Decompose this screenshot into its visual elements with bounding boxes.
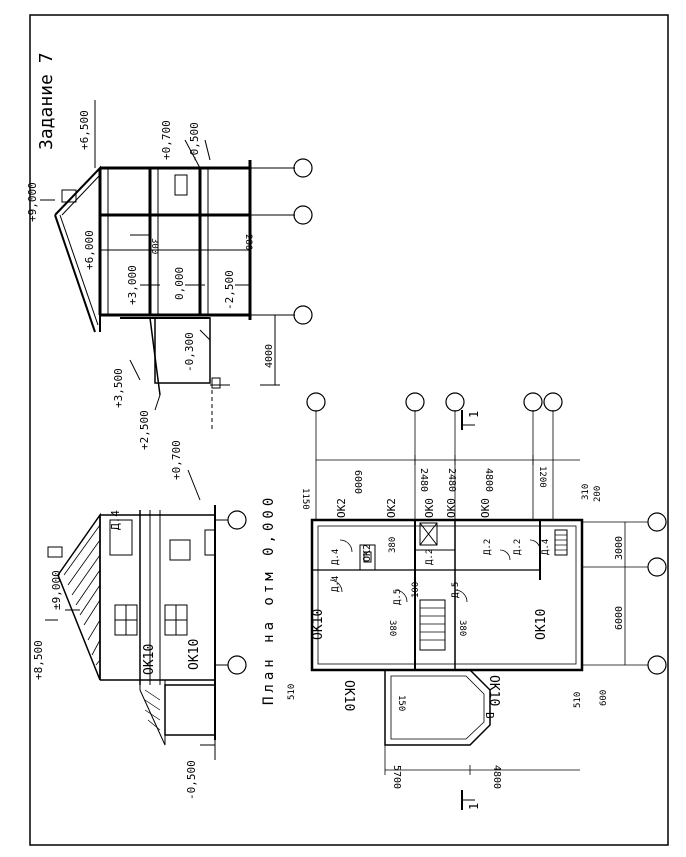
section-level-m0500: -0,500 <box>188 122 201 162</box>
plan-dim-5700: 5700 <box>391 765 402 789</box>
plan-dim-380-b: 380 <box>387 620 397 636</box>
section-drawing <box>40 100 313 430</box>
plan-dim-2480-a: 2480 <box>418 468 429 492</box>
section-level-m0300: -0,300 <box>183 332 196 372</box>
plan-dim-6000-top: 6000 <box>352 470 363 494</box>
sheet-title: Задание 7 <box>36 52 57 150</box>
section-level-3000: +3,000 <box>126 265 139 305</box>
plan-dim-510-left: 510 <box>287 684 297 700</box>
plan-dim-3000: 3000 <box>614 536 625 560</box>
plan-dim-150: 150 <box>396 695 406 711</box>
section-level-9000: +9,000 <box>26 182 39 222</box>
facade-label-ok10-b: ОК10 <box>187 639 202 670</box>
facade-label-ok10-a: ОК10 <box>142 644 157 675</box>
section-level-6500: +6,500 <box>78 110 91 150</box>
plan-label-d4-b: Д.4 <box>331 576 341 592</box>
facade-level-m0500: -0,500 <box>185 760 198 800</box>
plan-label-d5-b: Д.5 <box>451 582 461 598</box>
plan-dim-1200: 1200 <box>537 466 547 488</box>
plan-label-d2-b: Д.2 <box>483 539 493 555</box>
plan-label-ok2-c: ОК2 <box>362 544 373 562</box>
plan-dim-1150: 1150 <box>300 488 310 510</box>
plan-label-d2-c: Д.2 <box>513 539 523 555</box>
plan-dim-4800-bottom: 4800 <box>491 765 502 789</box>
plan-label-ok0-c: ОК0 <box>479 498 492 518</box>
plan-label-ok0-b: ОК0 <box>445 498 458 518</box>
plan-dim-380-a: 380 <box>388 537 398 553</box>
facade-level-8500: +8,500 <box>32 640 45 680</box>
section-dim-4000: 4000 <box>264 344 275 368</box>
section-level-3500: +3,500 <box>112 368 125 408</box>
section-mark-bottom: 1 <box>467 803 481 810</box>
plan-label-d5-a: Д.5 <box>393 589 403 605</box>
section-mark-top: 1 <box>467 411 481 418</box>
section-level-0700: +0,700 <box>160 120 173 160</box>
plan-dim-510-right: 510 <box>573 692 583 708</box>
plan-label-v: В <box>483 712 496 719</box>
section-dim-300: 300 <box>149 238 159 254</box>
plan-label-ok10-c: ОК10 <box>486 675 501 706</box>
plan-label-ok2-a: ОК2 <box>335 498 348 518</box>
plan-label-ok10-b: ОК10 <box>534 609 549 640</box>
section-dim-280: 280 <box>243 234 253 250</box>
section-level-m2500: -2,500 <box>223 270 236 310</box>
plan-dim-100: 100 <box>411 582 421 598</box>
plan-title: План на отм 0,000 <box>261 494 277 705</box>
plan-label-ok2-b: ОК2 <box>385 498 398 518</box>
facade-level-9000: ±9,000 <box>50 570 63 610</box>
plan-dim-200: 200 <box>593 486 603 502</box>
sheet-frame <box>29 14 669 846</box>
plan-dim-600: 600 <box>599 690 609 706</box>
plan-dim-4800-top: 4800 <box>483 468 494 492</box>
plan-label-d2-a: Д.2 <box>425 549 435 565</box>
facade-label-d4: Д.4 <box>109 510 122 530</box>
plan-dim-6000-right: 6000 <box>614 606 625 630</box>
plan-dim-310: 310 <box>581 484 591 500</box>
plan-dim-2480-b: 2480 <box>446 468 457 492</box>
plan-label-d4-c: Д.4 <box>541 539 551 555</box>
plan-drawing <box>306 392 667 810</box>
section-level-2500: +2,500 <box>138 410 151 450</box>
section-level-6000: +6,000 <box>83 230 96 270</box>
plan-label-d4-a: Д.4 <box>331 549 341 565</box>
plan-label-ok0-a: ОК0 <box>423 498 436 518</box>
section-level-0000: 0,000 <box>173 267 186 300</box>
facade-level-0700: +0,700 <box>170 440 183 480</box>
plan-dim-380-c: 380 <box>457 620 467 636</box>
plan-label-ok10-d: ОК10 <box>341 680 356 711</box>
plan-label-ok10-a: ОК10 <box>311 609 326 640</box>
facade-drawing <box>45 469 247 760</box>
